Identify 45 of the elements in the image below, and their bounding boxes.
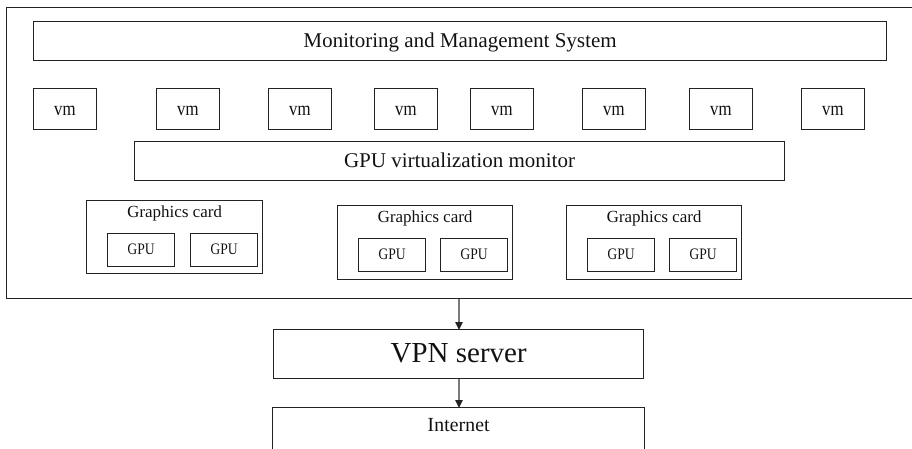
process-box (337, 205, 513, 280)
box-label: GPU virtualization monitor (344, 149, 575, 173)
box-label: Graphics card (127, 203, 222, 222)
box-label: Monitoring and Management System (303, 29, 617, 53)
box-label: vm (395, 98, 417, 120)
process-box (273, 329, 644, 379)
process-box (582, 88, 646, 130)
process-box (33, 21, 887, 61)
box-label: Internet (427, 414, 490, 436)
process-box (358, 238, 426, 272)
process-box (587, 238, 655, 272)
box-label: vm (54, 98, 76, 120)
box-label: vm (603, 98, 625, 120)
process-box (33, 88, 97, 130)
box-label: vm (822, 98, 844, 120)
process-box (689, 88, 753, 130)
box-label: Graphics card (378, 208, 472, 227)
process-box (86, 200, 263, 274)
process-box (268, 88, 332, 130)
box-label: GPU (378, 246, 406, 264)
box-label: vm (289, 98, 311, 120)
process-box (801, 88, 865, 130)
box-label: GPU (460, 246, 488, 264)
process-box (440, 238, 508, 272)
process-box (156, 88, 220, 130)
system-frame (6, 7, 912, 299)
process-box (272, 407, 645, 449)
box-label: VPN server (390, 338, 527, 370)
arrow (455, 379, 463, 408)
box-label: GPU (127, 241, 155, 259)
box-label: vm (491, 98, 513, 120)
process-box (107, 233, 175, 267)
process-box (374, 88, 438, 130)
process-box (669, 238, 737, 272)
process-box (566, 205, 742, 280)
process-box (190, 233, 258, 267)
box-label: Graphics card (606, 208, 702, 227)
box-label: vm (710, 98, 732, 120)
box-label: GPU (210, 241, 238, 259)
box-label: vm (177, 98, 199, 120)
box-label: GPU (689, 246, 717, 264)
process-box (470, 88, 534, 130)
box-label: GPU (607, 246, 635, 264)
process-box (134, 141, 785, 181)
arrow (455, 299, 463, 330)
